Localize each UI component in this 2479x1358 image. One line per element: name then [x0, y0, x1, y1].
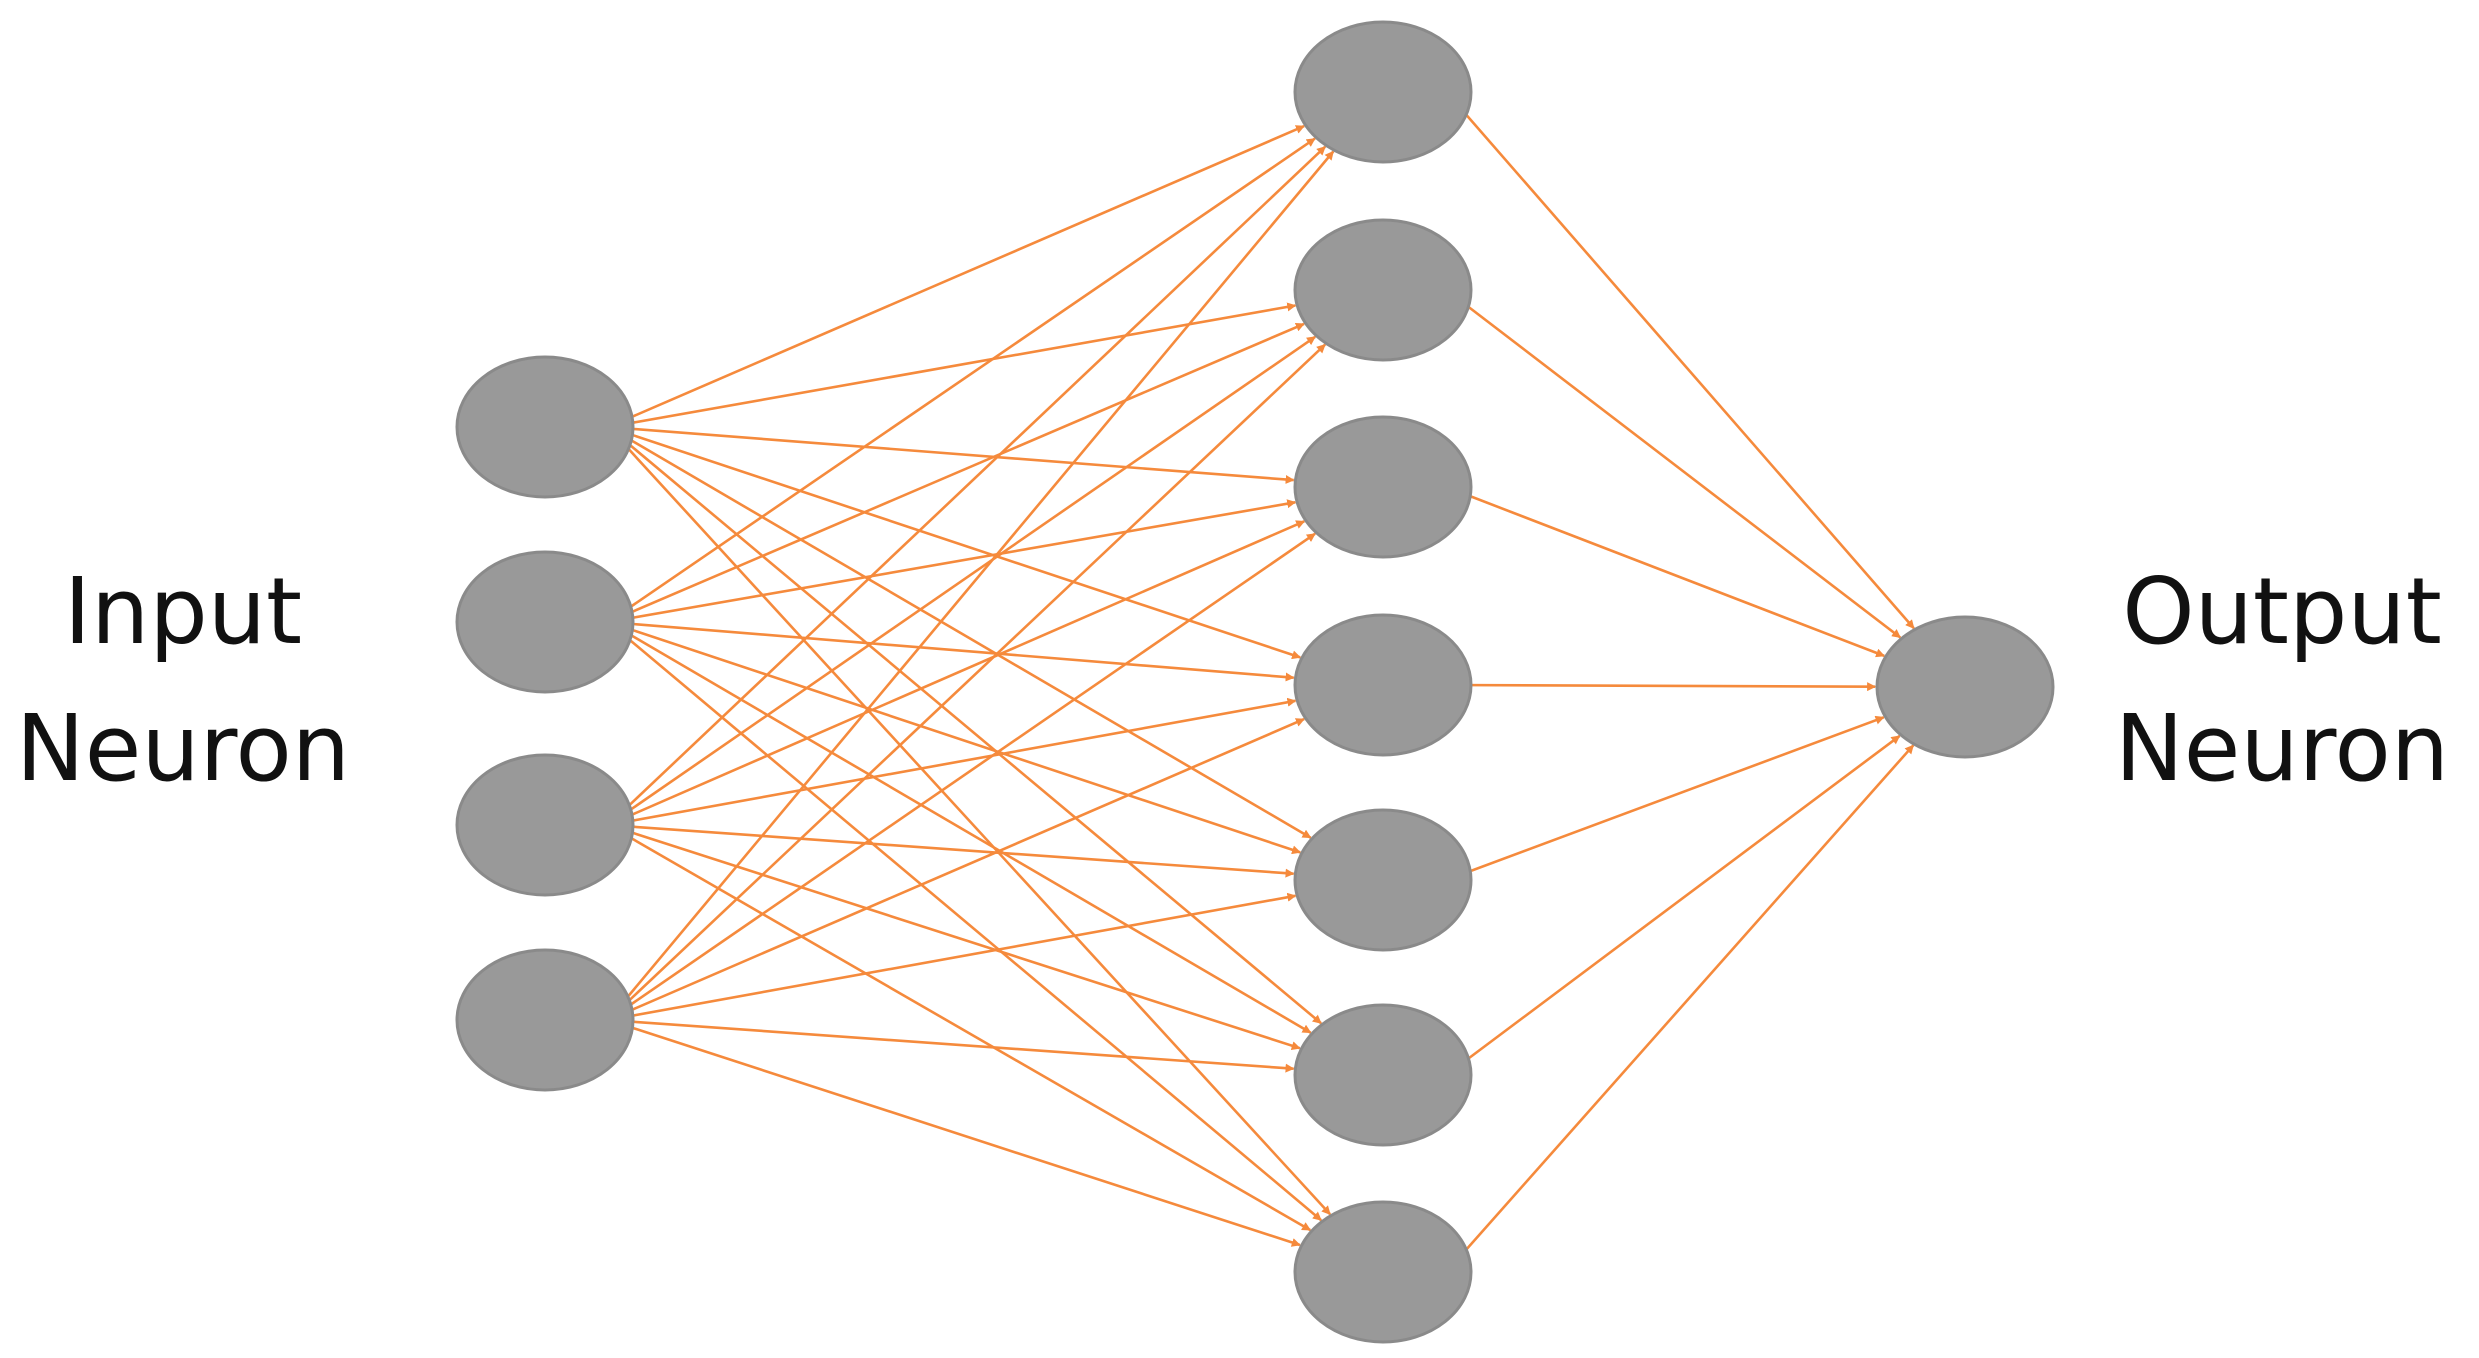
edge-input-4-to-hidden-1 [607, 150, 1335, 1021]
output-label-line-1: Output [2122, 558, 2442, 665]
hidden-neuron-4 [1293, 613, 1473, 757]
edge-hidden-1-to-output-1 [1445, 91, 1915, 630]
edge-input-3-to-hidden-2 [607, 335, 1316, 827]
edge-input-2-to-hidden-2 [607, 322, 1305, 624]
edge-input-3-to-hidden-5 [608, 823, 1295, 878]
input-neuron-label: Input Neuron [16, 558, 350, 802]
edge-input-2-to-hidden-7 [607, 621, 1323, 1222]
edge-input-4-to-hidden-5 [608, 892, 1297, 1022]
edge-hidden-5-to-output-1 [1445, 715, 1885, 882]
neuron-nodes [455, 20, 2055, 1344]
input-neuron-2 [455, 550, 635, 694]
edge-input-2-to-hidden-3 [608, 499, 1297, 624]
hidden-neuron-2 [1293, 218, 1473, 362]
edge-input-3-to-hidden-3 [607, 520, 1306, 827]
edge-input-1-to-hidden-6 [607, 426, 1322, 1025]
edge-input-3-to-hidden-1 [607, 145, 1327, 826]
edge-input-4-to-hidden-6 [608, 1018, 1295, 1073]
edge-input-1-to-hidden-1 [607, 124, 1305, 429]
edge-input-2-to-hidden-4 [608, 620, 1295, 682]
input-label-line-2: Neuron [16, 695, 350, 802]
edge-hidden-3-to-output-1 [1445, 485, 1886, 658]
output-label-line-2: Neuron [2115, 695, 2449, 802]
edge-input-4-to-hidden-2 [607, 343, 1326, 1021]
hidden-neuron-7 [1293, 1200, 1473, 1344]
hidden-neuron-3 [1293, 415, 1473, 559]
edge-input-4-to-hidden-4 [607, 717, 1305, 1022]
edge-hidden-2-to-output-1 [1445, 288, 1902, 639]
hidden-neuron-1 [1293, 20, 1473, 164]
edge-input-4-to-hidden-3 [607, 532, 1316, 1022]
edge-hidden-7-to-output-1 [1445, 744, 1915, 1273]
hidden-neuron-6 [1293, 1003, 1473, 1147]
edge-hidden-6-to-output-1 [1445, 734, 1901, 1077]
edge-input-1-to-hidden-2 [608, 302, 1297, 429]
output-neuron-label: Output Neuron [2115, 558, 2449, 802]
edge-input-3-to-hidden-4 [608, 697, 1297, 827]
edge-input-1-to-hidden-4 [607, 425, 1302, 660]
edge-hidden-4-to-output-1 [1446, 682, 1877, 692]
edge-input-4-to-hidden-7 [607, 1018, 1301, 1247]
edge-input-1-to-hidden-5 [607, 425, 1312, 839]
connection-edges [607, 91, 1915, 1273]
edge-input-2-to-hidden-5 [607, 620, 1302, 855]
output-neuron-1 [1875, 615, 2055, 759]
input-neuron-4 [455, 948, 635, 1092]
input-neuron-1 [455, 355, 635, 499]
input-label-line-1: Input [64, 558, 302, 665]
edge-input-2-to-hidden-1 [607, 137, 1316, 624]
edge-input-2-to-hidden-6 [607, 620, 1312, 1034]
edge-input-3-to-hidden-7 [607, 823, 1312, 1232]
input-neuron-3 [455, 753, 635, 897]
hidden-neuron-5 [1293, 808, 1473, 952]
edge-input-1-to-hidden-7 [607, 426, 1332, 1216]
edge-input-1-to-hidden-3 [608, 425, 1295, 484]
edge-input-3-to-hidden-6 [608, 823, 1301, 1050]
